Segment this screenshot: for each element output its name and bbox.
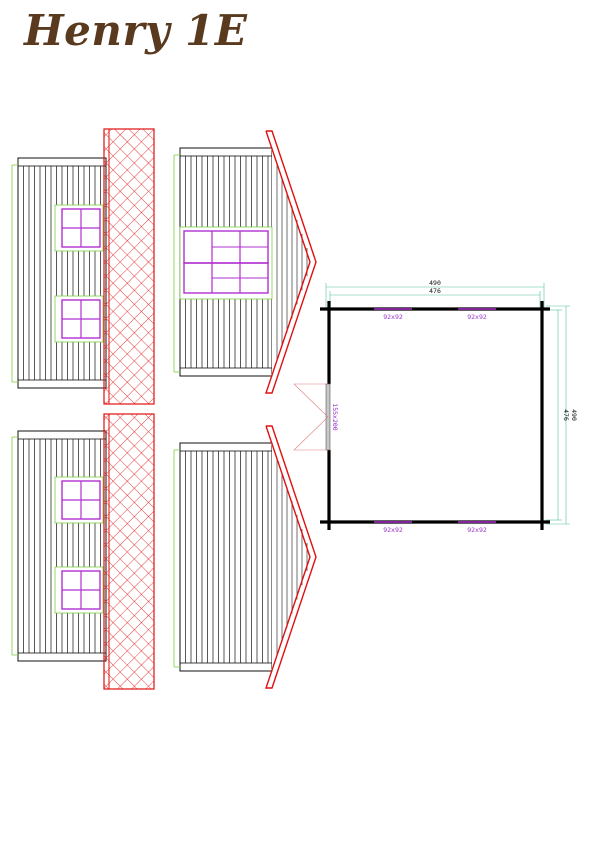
outer-width-dimension: 490 — [429, 279, 441, 287]
walls — [320, 301, 550, 530]
double-window — [179, 226, 273, 300]
inner-depth-dimension: 476 — [562, 409, 570, 421]
roof-edge — [265, 425, 317, 689]
window-label: 92x92 — [383, 526, 403, 534]
side-elevation-upper — [11, 128, 155, 405]
roof-edge — [265, 130, 317, 394]
roof-section — [103, 128, 155, 405]
door-label: 155x200 — [331, 403, 339, 430]
gable-elevation-lower — [173, 425, 317, 689]
floor-plan: 490 476 490 476 92x92 92x92 92x92 92x92 — [293, 279, 578, 534]
roof-section — [103, 413, 155, 690]
window-label: 92x92 — [467, 313, 487, 321]
window — [54, 204, 104, 252]
outer-depth-dimension: 490 — [570, 409, 578, 421]
window-label: 92x92 — [467, 526, 487, 534]
window — [54, 295, 104, 343]
dimension-lines — [325, 283, 570, 525]
page-title: Henry 1E — [24, 6, 248, 55]
gable-elevation-upper — [173, 130, 317, 394]
window — [54, 476, 104, 524]
plan-door — [293, 383, 331, 451]
window-label: 92x92 — [383, 313, 403, 321]
inner-width-dimension: 476 — [429, 287, 441, 295]
window — [54, 566, 104, 614]
side-elevation-lower — [11, 413, 155, 690]
